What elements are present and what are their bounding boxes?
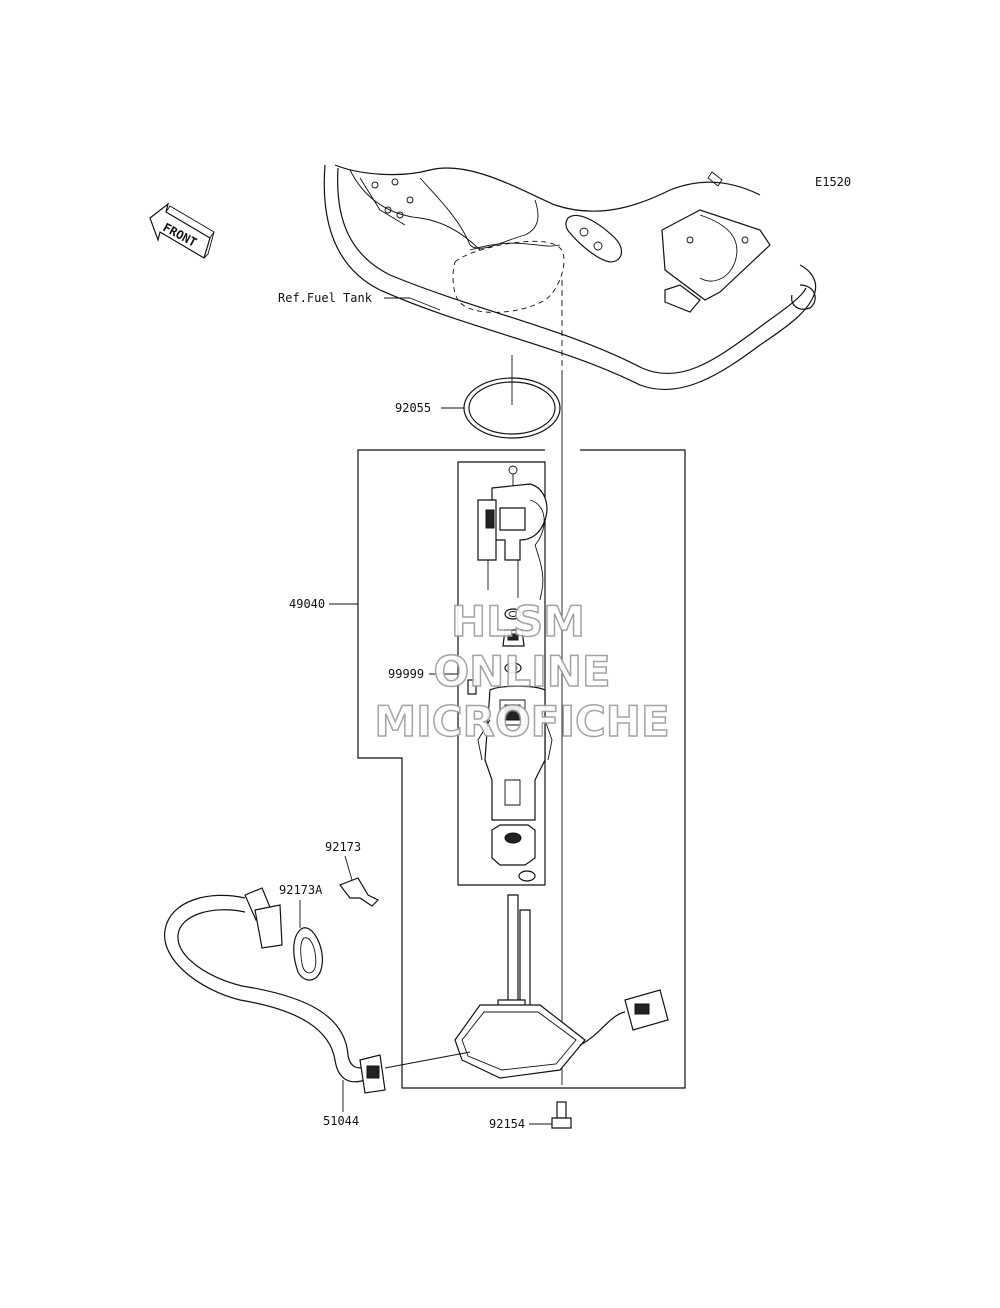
pump-upper-module	[467, 465, 548, 695]
watermark-line-2: ONLINE	[433, 647, 610, 696]
diagram-code: E1520	[815, 175, 851, 189]
part-label-99999: 99999	[388, 667, 424, 681]
part-label-51044: 51044	[323, 1114, 359, 1128]
clamp-92173	[339, 877, 380, 907]
part-label-92173A: 92173A	[279, 883, 323, 897]
part-label-92173: 92173	[325, 840, 361, 854]
bolt-92154	[551, 1101, 572, 1129]
part-label-92055: 92055	[395, 401, 431, 415]
fuel-hose	[164, 887, 386, 1094]
part-label-49040: 49040	[289, 597, 325, 611]
watermark-line-1: HLSM	[451, 597, 585, 646]
gasket-ring	[463, 355, 561, 439]
ref-fuel-tank-leader-2	[409, 297, 441, 311]
pump-body	[477, 685, 553, 866]
part-leader-92173	[344, 855, 353, 881]
pump-flange-plate-rim	[461, 1011, 577, 1071]
pump-flange-plate	[454, 1004, 586, 1079]
clamp-92173A-inner	[300, 937, 317, 974]
part-label-92154: 92154	[489, 1117, 525, 1131]
hose-leader	[384, 1051, 471, 1069]
subassembly-frame	[457, 461, 546, 886]
fuel-tank-outline	[323, 164, 817, 390]
pump-connector	[579, 989, 669, 1046]
watermark: HLSM ONLINE MICROFICHE	[374, 596, 671, 747]
assembly-bracket-frame	[357, 449, 686, 1089]
o-ring-small	[518, 870, 536, 882]
ref-fuel-tank-label: Ref.Fuel Tank	[278, 291, 373, 305]
watermark-line-3: MICROFICHE	[374, 697, 669, 746]
front-arrow-icon: FRONT	[149, 202, 215, 259]
clamp-92173A	[293, 927, 323, 981]
